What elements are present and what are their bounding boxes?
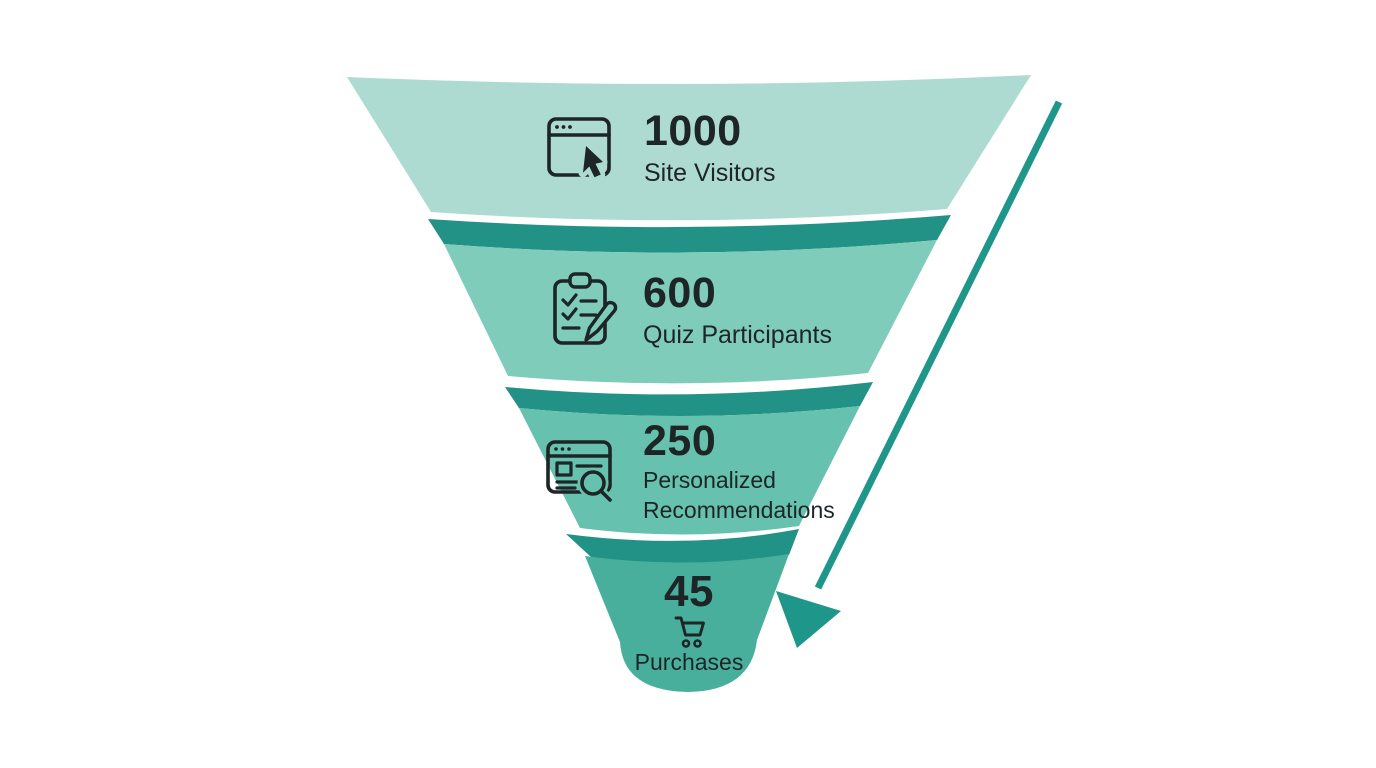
- funnel-stage-3-top-band: [505, 382, 873, 417]
- funnel-stage-3-face: [519, 406, 860, 535]
- stage-2-label: Quiz Participants: [643, 320, 832, 349]
- magnifier-glass: [580, 469, 606, 496]
- stage-4-value: 45: [664, 567, 714, 616]
- stage-4-content: 45 Purchases: [600, 567, 778, 676]
- stage-1-value: 1000: [644, 107, 742, 155]
- trend-arrow-head: [776, 591, 841, 648]
- pencil: [584, 300, 618, 342]
- magnifier-handle: [599, 488, 612, 502]
- clip-tab: [568, 272, 592, 289]
- stage-4-label: Purchases: [634, 648, 744, 675]
- stage-3-label-line1: Personalized: [643, 466, 776, 493]
- cursor-arrow: [583, 145, 603, 178]
- funnel-stage-2-top-band: [428, 215, 951, 253]
- funnel-stage-2-face: [444, 240, 937, 384]
- stage-3-label-line2: Recommendations: [643, 496, 835, 523]
- stage-2-value: 600: [643, 269, 717, 318]
- browser-click-icon: [546, 114, 614, 184]
- stage-3-value: 250: [643, 417, 717, 465]
- stage-1-label: Site Visitors: [644, 158, 776, 187]
- stage-1-content: 1000 Site Visitors: [546, 107, 776, 188]
- stage-3-content: 250 Personalized Recommendations: [545, 417, 835, 523]
- stage-2-content: 600 Quiz Participants: [549, 271, 832, 351]
- clipboard-checklist-icon: [549, 271, 621, 351]
- funnel-stage-1-face: [347, 75, 1031, 221]
- shopping-cart-icon: [670, 615, 708, 651]
- trend-arrow-shaft: [814, 100, 1063, 590]
- funnel-stage-4-top-band: [566, 529, 799, 564]
- browser-search-icon: [545, 439, 617, 505]
